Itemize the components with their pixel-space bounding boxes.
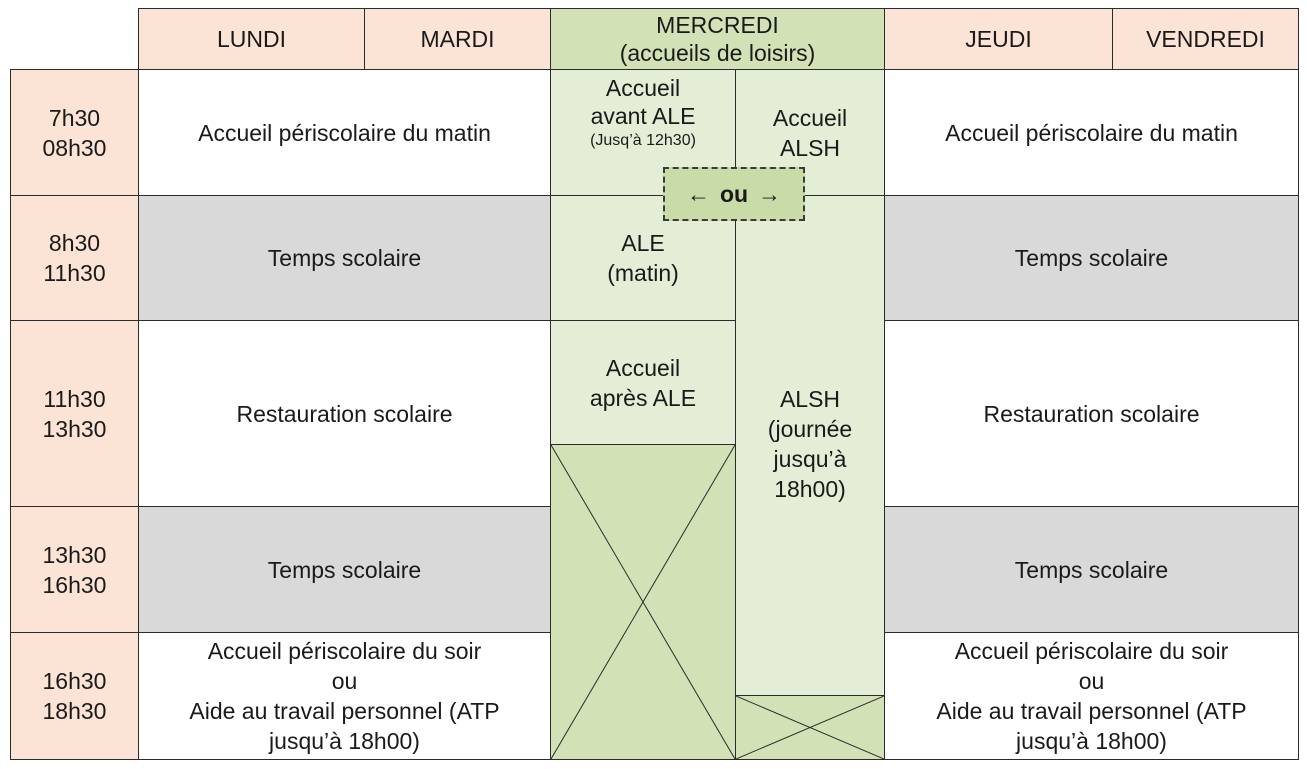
header-jeudi: JEUDI [884, 8, 1113, 70]
right-temps-scolaire-aprem-label: Temps scolaire [1014, 556, 1169, 583]
ou-choice-box: ← ou → [663, 167, 805, 221]
ale-matin-line: (matin) [607, 260, 679, 286]
right-accueil-matin-label: Accueil périscolaire du matin [945, 119, 1238, 146]
left-temps-scolaire-matin-label: Temps scolaire [267, 245, 422, 271]
header-mercredi-subtitle: (accueils de loisirs) [619, 40, 816, 66]
left-accueil-soir-line: Accueil périscolaire du soir [207, 638, 482, 664]
alsh-line: ALSH [779, 386, 841, 412]
mercredi-ale-matin: ALE (matin) [550, 195, 736, 321]
header-mardi-label: MARDI [420, 26, 495, 52]
header-lundi: LUNDI [138, 8, 365, 70]
cross-mark-icon [736, 696, 884, 759]
right-accueil-soir-line: Aide au travail personnel (ATP [936, 698, 1247, 724]
time-slot: 8h30 11h30 [10, 195, 139, 321]
left-accueil-soir-line: Aide au travail personnel (ATP [189, 698, 500, 724]
right-restauration-label: Restauration scolaire [983, 400, 1200, 427]
accueil-avant-note: (Jusq’à 12h30) [590, 132, 696, 149]
time-end: 11h30 [43, 260, 106, 286]
header-mardi: MARDI [364, 8, 551, 70]
mercredi-accueil-avant-ale: Accueil avant ALE (Jusq’à 12h30) [550, 69, 736, 196]
left-accueil-soir-line: jusqu’à 18h00) [269, 728, 420, 754]
mercredi-alsh-journee: ALSH (journée jusqu’à 18h00) [735, 195, 885, 696]
left-accueil-matin-label: Accueil périscolaire du matin [198, 119, 491, 146]
header-jeudi-label: JEUDI [965, 26, 1032, 52]
right-temps-scolaire-matin-label: Temps scolaire [1014, 245, 1169, 271]
accueil-avant-line: Accueil [605, 75, 681, 101]
time-start: 8h30 [48, 230, 101, 256]
alsh-line: (journée [767, 416, 853, 442]
header-mercredi: MERCREDI (accueils de loisirs) [550, 8, 885, 70]
time-start: 7h30 [48, 104, 101, 131]
time-start: 11h30 [43, 385, 106, 412]
arrow-left-icon: ← [686, 180, 710, 207]
cross-mark-icon [551, 445, 735, 759]
time-slot: 7h30 08h30 [10, 69, 139, 196]
right-temps-scolaire-matin: Temps scolaire [884, 195, 1299, 321]
left-restauration-label: Restauration scolaire [236, 400, 453, 427]
right-accueil-soir: Accueil périscolaire du soir ou Aide au … [884, 632, 1299, 760]
time-end: 16h30 [42, 571, 107, 598]
alsh-line: jusqu’à [773, 446, 847, 472]
time-end: 13h30 [42, 415, 107, 442]
accueil-avant-line: avant ALE [590, 103, 696, 129]
time-end: 08h30 [42, 134, 107, 161]
time-slot: 16h30 18h30 [10, 632, 139, 760]
alsh-line: 18h00) [774, 476, 846, 502]
left-accueil-soir: Accueil périscolaire du soir ou Aide au … [138, 632, 551, 760]
right-temps-scolaire-aprem: Temps scolaire [884, 506, 1299, 633]
left-temps-scolaire-aprem: Temps scolaire [138, 506, 551, 633]
time-start: 16h30 [42, 668, 107, 694]
mercredi-accueil-apres-ale: Accueil après ALE [550, 320, 736, 445]
left-accueil-matin: Accueil périscolaire du matin [138, 69, 551, 196]
left-temps-scolaire-matin: Temps scolaire [138, 195, 551, 321]
right-accueil-soir-line: ou [1078, 668, 1105, 694]
right-accueil-soir-line: jusqu’à 18h00) [1016, 728, 1167, 754]
time-start: 13h30 [42, 541, 107, 568]
time-slot: 11h30 13h30 [10, 320, 139, 507]
accueil-alsh-line: Accueil [772, 105, 848, 131]
accueil-apres-line: après ALE [589, 385, 697, 411]
header-vendredi-label: VENDREDI [1146, 26, 1265, 52]
header-lundi-label: LUNDI [216, 26, 286, 52]
time-slot: 13h30 16h30 [10, 506, 139, 633]
right-restauration: Restauration scolaire [884, 320, 1299, 507]
header-vendredi: VENDREDI [1112, 8, 1299, 70]
mercredi-alsh-no-service-cross [735, 695, 885, 760]
header-mercredi-label: MERCREDI [656, 12, 779, 38]
arrow-right-icon: → [758, 180, 782, 207]
left-restauration: Restauration scolaire [138, 320, 551, 507]
left-accueil-soir-line: ou [331, 668, 358, 694]
mercredi-ale-no-service-cross [550, 444, 736, 760]
ale-matin-line: ALE [621, 230, 665, 256]
time-end: 18h30 [42, 698, 107, 724]
left-temps-scolaire-aprem-label: Temps scolaire [267, 556, 422, 583]
accueil-apres-line: Accueil [605, 355, 681, 381]
right-accueil-soir-line: Accueil périscolaire du soir [954, 638, 1229, 664]
accueil-alsh-line: ALSH [779, 135, 841, 161]
ou-label: ou [719, 180, 749, 207]
right-accueil-matin: Accueil périscolaire du matin [884, 69, 1299, 196]
